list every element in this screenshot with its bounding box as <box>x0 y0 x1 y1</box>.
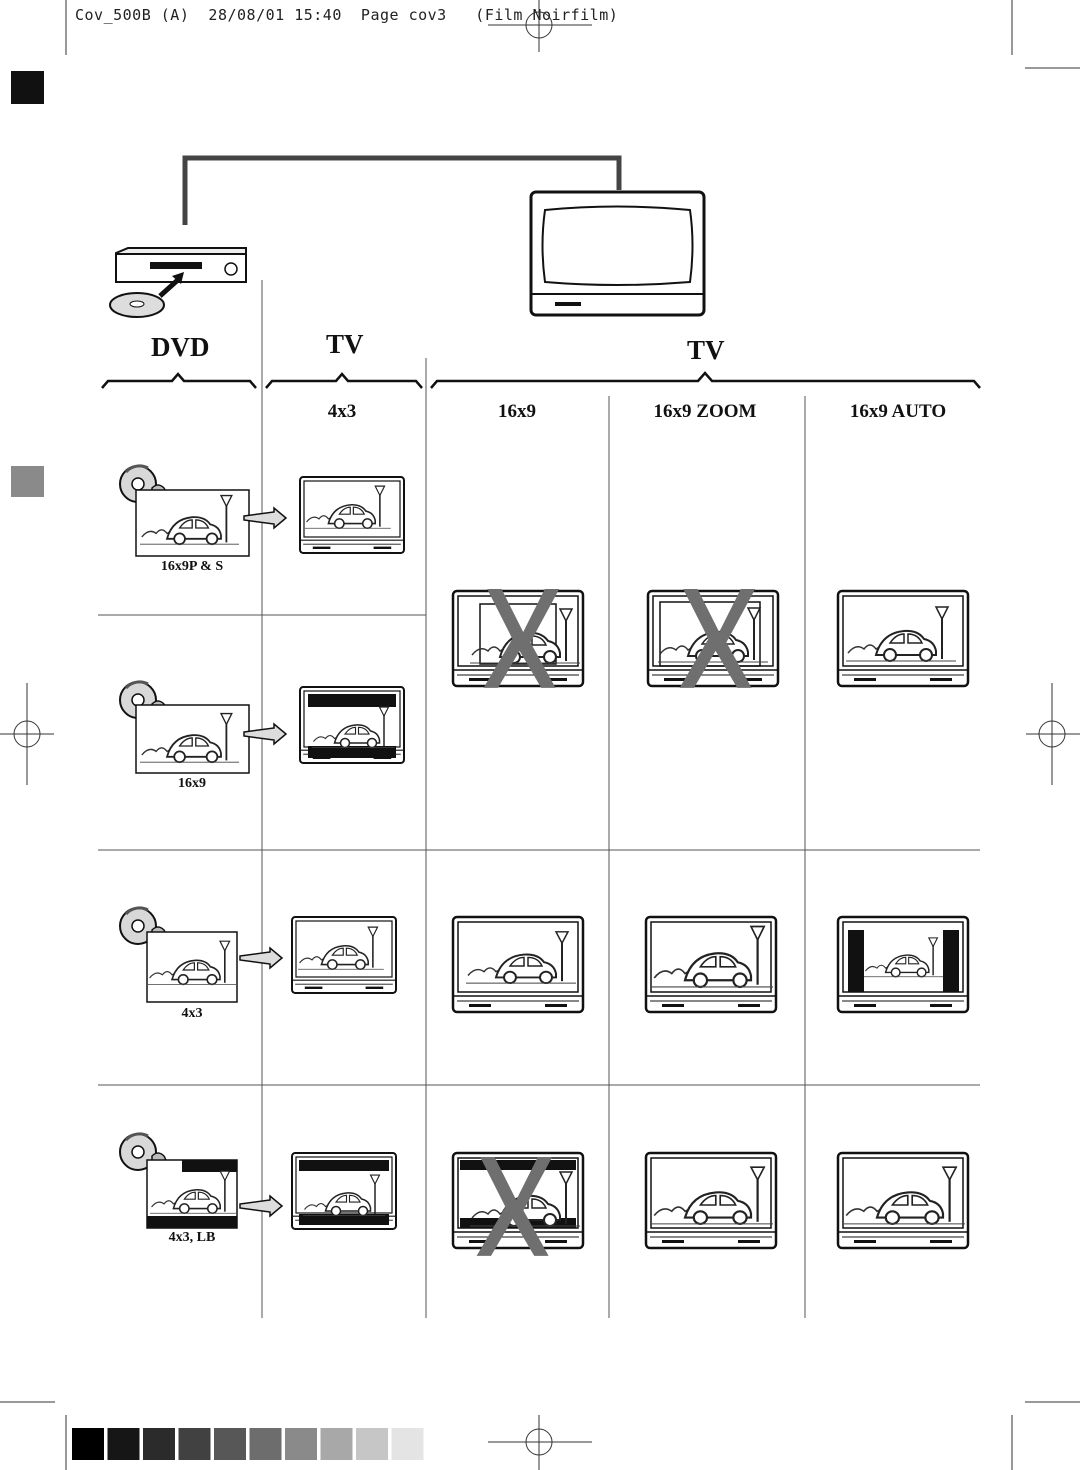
header-dvd: DVD <box>151 332 210 362</box>
column-header-16x9-auto: 16x9 AUTO <box>849 401 947 422</box>
source-label-16x9ps: 16x9P & S <box>160 559 224 574</box>
header-tv-4x3: TV <box>326 329 364 359</box>
black-tab <box>11 71 44 104</box>
slug-left: Cov_500B (A) 28/08/01 15:40 Page cov3 <box>75 6 447 24</box>
color-swatch <box>143 1428 175 1460</box>
tv-illustration <box>529 190 706 317</box>
color-bar <box>72 1428 424 1460</box>
row-4x3 <box>118 906 970 1014</box>
color-swatch <box>249 1428 282 1460</box>
column-header-4x3: 4x3 <box>327 401 357 422</box>
color-swatch <box>356 1428 388 1460</box>
color-swatch <box>320 1428 353 1460</box>
header-tv-16x9: TV <box>687 335 725 365</box>
color-swatch <box>391 1428 424 1460</box>
color-swatch <box>107 1428 140 1460</box>
color-swatch <box>72 1428 104 1460</box>
source-label-16x9: 16x9 <box>178 776 206 791</box>
row-4x3-lb <box>118 1132 970 1256</box>
color-swatch <box>178 1428 211 1460</box>
grey-tab <box>11 466 44 497</box>
color-swatch <box>214 1428 246 1460</box>
color-swatch <box>285 1428 317 1460</box>
column-header-16x9-zoom: 16x9 ZOOM <box>653 401 757 422</box>
source-label-4x3-lb: 4x3, LB <box>168 1230 216 1245</box>
print-slug: Cov_500B (A) 28/08/01 15:40 Page cov3 (F… <box>75 6 618 24</box>
row-16x9-ps <box>118 464 970 688</box>
row-16x9 <box>118 680 406 774</box>
slug-right: (Film Noirfilm) <box>475 6 619 24</box>
dvd-player-illustration <box>109 247 247 318</box>
column-header-16x9: 16x9 <box>498 401 536 422</box>
source-label-4x3: 4x3 <box>181 1006 203 1021</box>
